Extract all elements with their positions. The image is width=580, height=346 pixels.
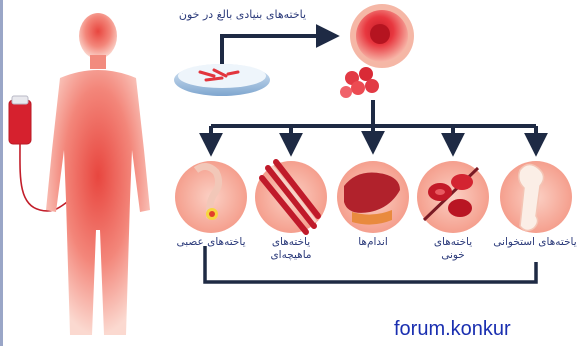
label-blood-line2: خونی bbox=[416, 249, 490, 262]
label-muscle-line1: یاخته‌های bbox=[252, 236, 330, 249]
blood-cells-icon bbox=[417, 161, 489, 233]
neuron-cell-icon bbox=[175, 161, 247, 233]
muscle-fiber-icon bbox=[255, 161, 327, 233]
human-body-icon bbox=[46, 13, 150, 335]
label-blood-cells: یاخته‌های خونی bbox=[416, 236, 490, 262]
label-organs: اندام‌ها bbox=[338, 236, 408, 249]
liver-organ-icon bbox=[337, 161, 409, 233]
label-muscle-cells: یاخته‌های ماهیچه‌ای bbox=[252, 236, 330, 262]
watermark-text: forum.konkur bbox=[394, 318, 511, 341]
bone-icon bbox=[500, 161, 572, 233]
label-bone-cells: یاخته‌های استخوانی bbox=[490, 236, 580, 249]
stem-cell-icon bbox=[350, 4, 414, 68]
label-blood-line1: یاخته‌های bbox=[416, 236, 490, 249]
diagram-title: یاخته‌های بنیادی بالغ در خون bbox=[150, 8, 335, 21]
label-muscle-line2: ماهیچه‌ای bbox=[252, 249, 330, 262]
cell-cluster-icon bbox=[340, 67, 379, 98]
petri-dish-icon bbox=[174, 64, 270, 96]
label-neural-cells: یاخته‌های عصبی bbox=[168, 236, 254, 249]
